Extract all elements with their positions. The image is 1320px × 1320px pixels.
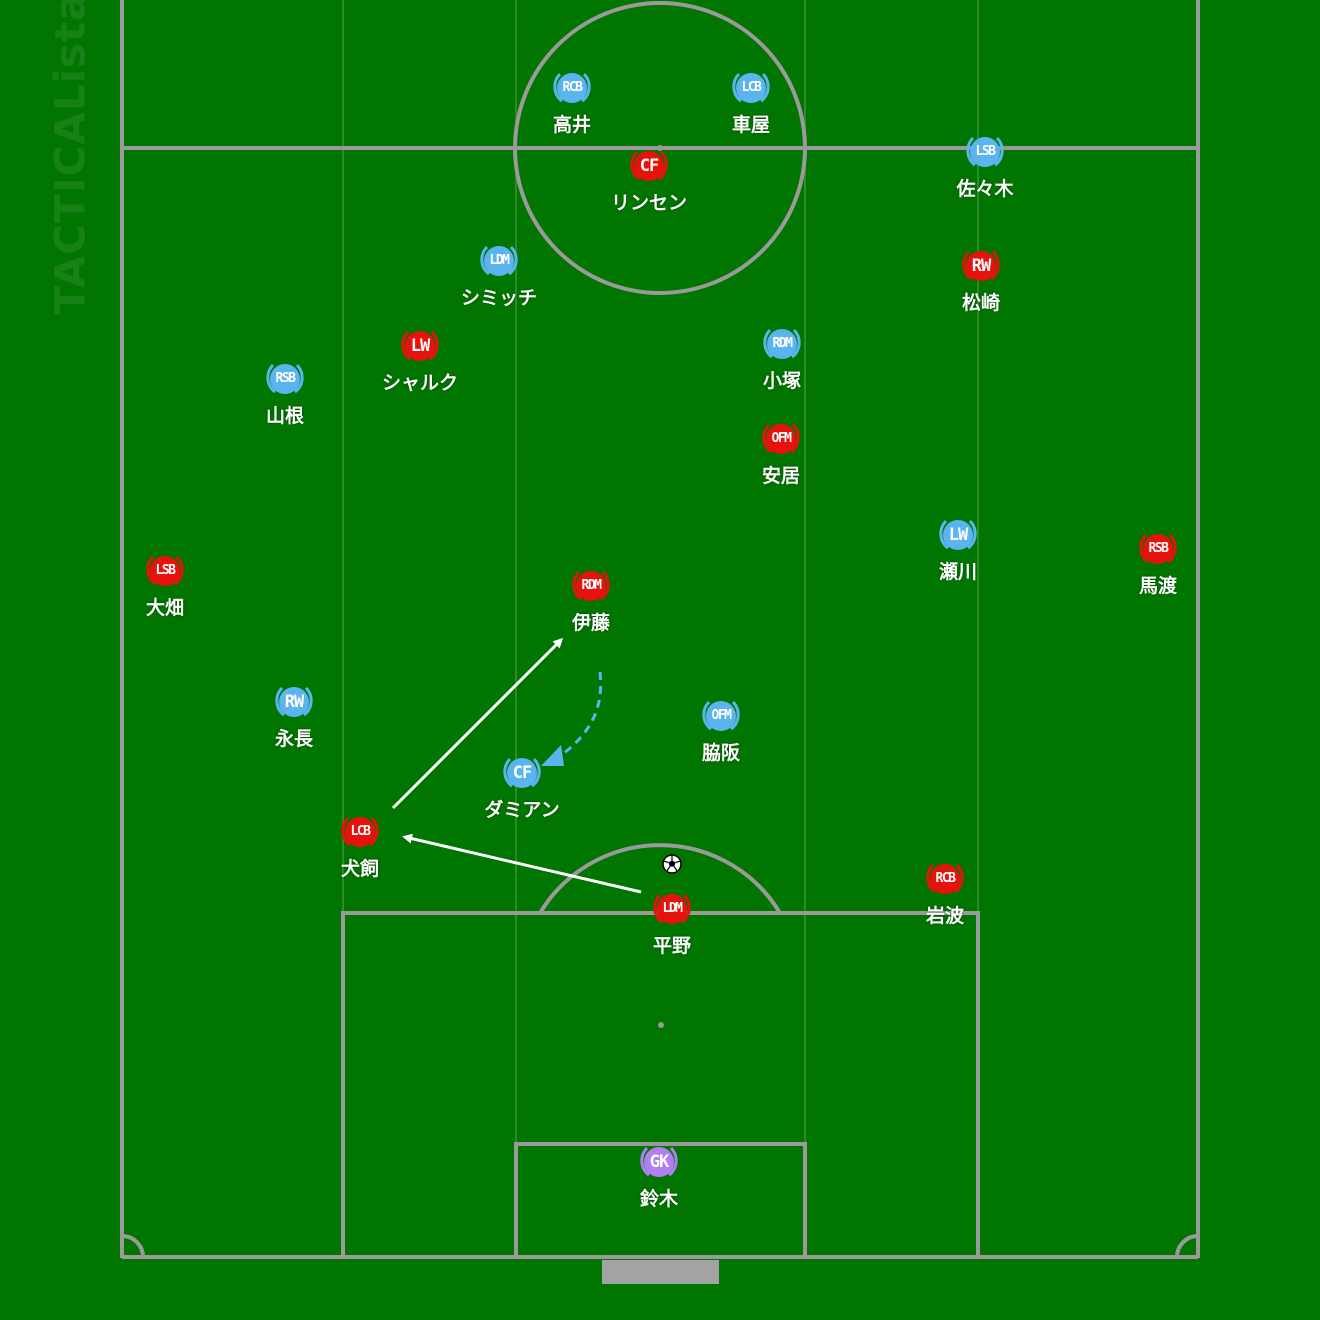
position-label: LCB: [350, 824, 371, 839]
run-arrow-rdm-to-cf: [554, 671, 603, 762]
player-name: ダミアン: [484, 799, 560, 821]
player-blue-ldm[interactable]: LDM シミッチ: [439, 241, 559, 331]
player-token-icon[interactable]: LDM: [479, 241, 519, 281]
player-name: 安居: [761, 465, 800, 487]
run-arrow-head: [541, 745, 564, 766]
player-token-icon[interactable]: LW: [400, 326, 440, 366]
player-red-rdm[interactable]: RDM 伊藤: [531, 566, 651, 656]
player-name: 大畑: [145, 597, 184, 619]
position-label: CF: [512, 763, 532, 783]
player-red-lw[interactable]: LW シャルク: [360, 326, 480, 416]
position-label: RCB: [562, 80, 583, 95]
position-label: LDM: [489, 253, 510, 268]
player-name: 岩波: [925, 905, 964, 927]
player-token-icon[interactable]: CF: [502, 753, 542, 793]
position-label: OFM: [771, 431, 792, 446]
player-name: 犬飼: [340, 858, 379, 880]
position-label: LDM: [662, 901, 683, 916]
player-red-cf[interactable]: CF リンセン: [589, 146, 709, 236]
position-label: LW: [948, 525, 968, 545]
player-red-ldm[interactable]: LDM 平野: [612, 889, 732, 979]
player-name: 佐々木: [956, 178, 1014, 200]
player-blue-lsb[interactable]: LSB 佐々木: [925, 132, 1045, 222]
penalty-spot: [658, 1022, 664, 1028]
pass-arrow-ldm-to-lcb: [402, 833, 642, 894]
player-red-ofm[interactable]: OFM 安居: [721, 419, 841, 509]
player-red-rw[interactable]: RW 松崎: [921, 246, 1041, 336]
player-name: 鈴木: [639, 1188, 678, 1210]
position-label: LSB: [155, 563, 176, 578]
player-token-icon[interactable]: OFM: [701, 696, 741, 736]
position-label: RSB: [275, 371, 296, 386]
player-gk-gk[interactable]: GK 鈴木: [599, 1142, 719, 1232]
player-red-rsb[interactable]: RSB 馬渡: [1098, 529, 1218, 619]
position-label: LCB: [741, 80, 762, 95]
position-label: CF: [639, 156, 659, 176]
goal: [602, 1260, 719, 1284]
player-token-icon[interactable]: LSB: [145, 551, 185, 591]
player-name: 脇阪: [701, 742, 740, 764]
player-token-icon[interactable]: RDM: [571, 566, 611, 606]
player-name: 高井: [552, 114, 591, 136]
player-token-icon[interactable]: RW: [274, 682, 314, 722]
player-blue-rcb[interactable]: RCB 高井: [512, 68, 632, 158]
player-token-icon[interactable]: RCB: [925, 859, 965, 899]
player-token-icon[interactable]: RSB: [1138, 529, 1178, 569]
position-label: GK: [649, 1152, 669, 1172]
player-token-icon[interactable]: LCB: [731, 68, 771, 108]
player-token-icon[interactable]: LDM: [652, 889, 692, 929]
player-blue-lcb[interactable]: LCB 車屋: [691, 68, 811, 158]
position-label: RW: [971, 256, 991, 276]
player-name: 伊藤: [571, 612, 610, 634]
player-token-icon[interactable]: OFM: [761, 419, 801, 459]
player-blue-rsb[interactable]: RSB 山根: [225, 359, 345, 449]
player-name: 松崎: [961, 292, 1000, 314]
player-name: シャルク: [381, 372, 458, 394]
player-blue-ofm[interactable]: OFM 脇阪: [661, 696, 781, 786]
position-label: LSB: [975, 144, 996, 159]
player-token-icon[interactable]: GK: [639, 1142, 679, 1182]
centre-spot: [657, 145, 663, 151]
position-label: RCB: [935, 871, 956, 886]
player-name: 山根: [265, 405, 304, 427]
player-token-icon[interactable]: RDM: [762, 324, 802, 364]
player-name: 瀬川: [938, 561, 977, 583]
player-name: リンセン: [610, 192, 687, 214]
position-label: RSB: [1148, 541, 1169, 556]
player-token-icon[interactable]: RSB: [265, 359, 305, 399]
position-label: RDM: [581, 578, 602, 593]
player-name: 小塚: [762, 370, 801, 392]
player-blue-rw[interactable]: RW 永長: [234, 682, 354, 772]
player-blue-lw[interactable]: LW 瀬川: [898, 515, 1018, 605]
player-token-icon[interactable]: LW: [938, 515, 978, 555]
player-token-icon[interactable]: LCB: [340, 812, 380, 852]
player-name: 平野: [652, 935, 691, 957]
position-label: OFM: [711, 708, 732, 723]
position-label: LW: [410, 336, 430, 356]
player-token-icon[interactable]: RCB: [552, 68, 592, 108]
position-label: RDM: [772, 336, 793, 351]
pass-arrow-lcb-to-rdm: [391, 637, 564, 810]
player-name: シミッチ: [460, 287, 537, 309]
player-token-icon[interactable]: CF: [629, 146, 669, 186]
player-red-lsb[interactable]: LSB 大畑: [105, 551, 225, 641]
player-red-lcb[interactable]: LCB 犬飼: [300, 812, 420, 902]
player-red-rcb[interactable]: RCB 岩波: [885, 859, 1005, 949]
ball-icon[interactable]: [662, 854, 682, 874]
player-token-icon[interactable]: RW: [961, 246, 1001, 286]
player-token-icon[interactable]: LSB: [965, 132, 1005, 172]
player-name: 馬渡: [1138, 575, 1177, 597]
player-blue-cf[interactable]: CF ダミアン: [462, 753, 582, 843]
player-name: 永長: [274, 728, 313, 750]
player-name: 車屋: [731, 114, 770, 136]
player-blue-rdm[interactable]: RDM 小塚: [722, 324, 842, 414]
position-label: RW: [284, 692, 304, 712]
